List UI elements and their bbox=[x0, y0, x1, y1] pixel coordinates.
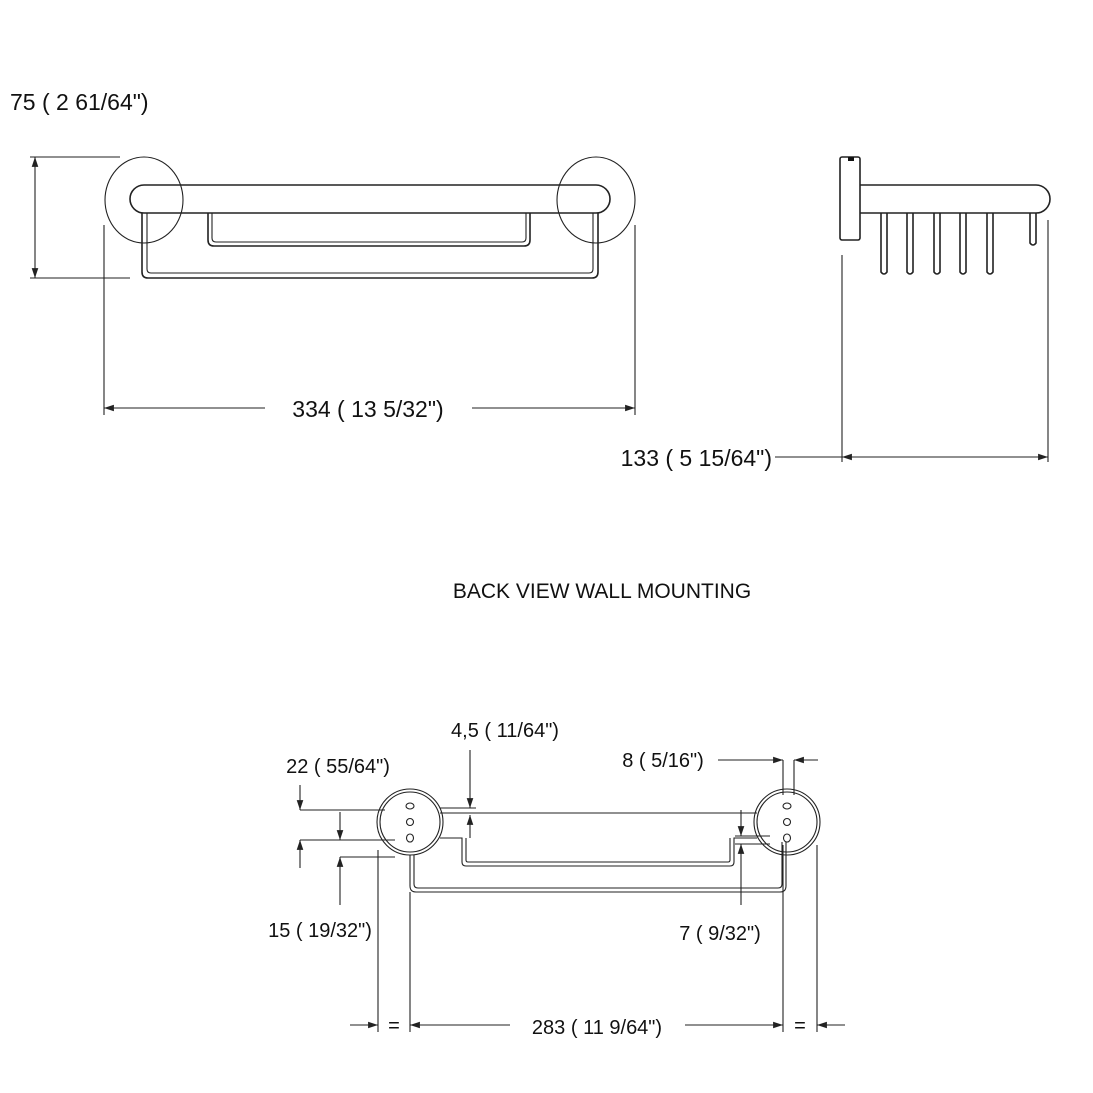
side-view: 133 ( 5 15/64") bbox=[621, 156, 1051, 471]
left-rosette-back bbox=[376, 788, 444, 856]
center-distance-label: 283 ( 11 9/64") bbox=[532, 1017, 662, 1039]
height-label: 75 ( 2 61/64") bbox=[10, 89, 149, 115]
back-view-title: BACK VIEW WALL MOUNTING bbox=[453, 580, 751, 603]
inner-label: 7 ( 9/32") bbox=[679, 923, 761, 945]
wall-plate bbox=[839, 156, 861, 241]
equal-mark-left: = bbox=[388, 1015, 400, 1037]
depth-label: 133 ( 5 15/64") bbox=[621, 445, 772, 471]
grab-bar bbox=[129, 184, 611, 214]
width-label: 334 ( 13 5/32") bbox=[292, 396, 443, 422]
prongs bbox=[880, 213, 1037, 275]
tube-label: 4,5 ( 11/64") bbox=[451, 720, 559, 742]
right-rosette bbox=[556, 156, 636, 244]
back-view: BACK VIEW WALL MOUNTING 22 ( 55/64") 15 … bbox=[268, 580, 845, 1039]
hole-offset-label: 15 ( 19/32") bbox=[268, 920, 372, 942]
edge-label: 8 ( 5/16") bbox=[622, 750, 704, 772]
rosette-label: 22 ( 55/64") bbox=[286, 756, 390, 778]
right-rosette-back bbox=[753, 788, 821, 856]
inner-tray bbox=[207, 213, 531, 247]
left-rosette bbox=[104, 156, 184, 244]
equal-mark-right: = bbox=[794, 1015, 806, 1037]
front-view: 75 ( 2 61/64") 334 ( 13 5/32") bbox=[10, 89, 636, 422]
outer-loop bbox=[141, 213, 599, 279]
